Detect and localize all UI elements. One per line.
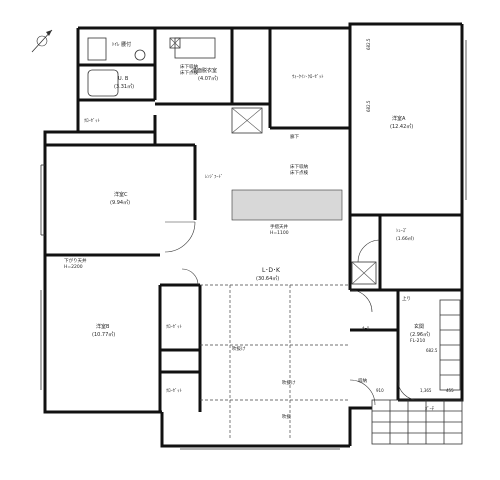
kitchen-hood-label: ﾚﾝｼﾞﾌｰﾄﾞ: [205, 173, 223, 180]
room-labels: ﾄｲﾚ 腰付 U. B (3.31㎡) 床下収納 床下点検 洗面脱衣室 (4.0…: [64, 41, 435, 420]
entrance-steps: [439, 299, 461, 391]
interior-walls: [45, 28, 462, 412]
attic-label-1: 吹抜け: [232, 345, 246, 352]
ceiling-height: H=2200: [64, 264, 83, 270]
entrance-area: (2.96㎡): [410, 331, 430, 338]
ldk-label: L･D･K: [262, 267, 281, 274]
western-b-label: 洋室B: [96, 323, 110, 330]
vaulted-label: 吹抜: [282, 413, 291, 420]
toilet-label: ﾄｲﾚ 腰付: [112, 41, 131, 48]
entrance-fl: FL-210: [410, 338, 425, 344]
laundry-label: 洗面脱衣室: [192, 67, 217, 74]
dim-label-4: 682.5: [366, 38, 371, 50]
underfloor-note-1: 床下収納: [180, 63, 198, 70]
ceiling-lower-label: 下がり天井: [64, 257, 87, 264]
north-arrow-icon: [31, 29, 53, 53]
dim-label-6: 682.5: [426, 348, 438, 353]
counter-height: H=1100: [270, 230, 289, 236]
western-c-area: (9.94㎡): [110, 199, 130, 206]
ub-label: U. B: [118, 76, 129, 82]
western-c-label: 洋室C: [114, 191, 128, 198]
ceiling-dashes: [200, 284, 350, 440]
western-a-label: 洋室A: [392, 115, 406, 122]
closet-top-label: ｸﾛｰｾﾞｯﾄ: [84, 117, 100, 124]
underfloor-note-2: 床下点検: [180, 69, 198, 76]
storage-note: 床下収納: [290, 163, 308, 170]
doors: [164, 221, 419, 406]
western-b-area: (10.77㎡): [92, 331, 115, 338]
hall-label: ﾎｰﾙ: [362, 326, 370, 332]
dim-label-1: 1,365: [420, 388, 432, 393]
hatch-areas: [169, 37, 377, 285]
ub-area: (3.31㎡): [114, 83, 134, 90]
storage-small-label: 収納: [358, 377, 367, 384]
attic-label-2: 吹抜け: [282, 379, 296, 386]
storage-note-2: 床下点検: [290, 169, 308, 176]
porch-label: ﾎﾟｰﾁ: [425, 405, 435, 412]
storage-right-label: ｼｭｰｽﾞ: [396, 227, 407, 234]
dimension-labels: 1,365 455 910 682.5 682.5 682.5: [366, 38, 454, 393]
dim-label-2: 455: [446, 388, 454, 393]
counter-label: 手摺天井: [270, 223, 288, 230]
storage-right-area: (1.66㎡): [396, 235, 414, 242]
windows: [40, 40, 467, 450]
ldk-area: (30.64㎡): [256, 275, 279, 282]
porch-grid: [371, 399, 463, 445]
stairs-note: 上り: [402, 295, 411, 302]
hallway-label: 廊下: [290, 133, 299, 140]
walkin-label: ｳｫｰｸｲﾝ･ｸﾛｰｾﾞｯﾄ: [292, 73, 324, 80]
dim-label-5: 682.5: [366, 100, 371, 112]
western-a-area: (12.42㎡): [390, 123, 413, 130]
dim-label-3: 910: [376, 388, 384, 393]
entrance-label: 玄関: [414, 323, 424, 330]
closet-mid-label: ｸﾛｰｾﾞｯﾄ: [166, 323, 182, 330]
closet-low-label: ｸﾛｰｾﾞｯﾄ: [166, 387, 182, 394]
laundry-area: (4.07㎡): [198, 75, 218, 82]
